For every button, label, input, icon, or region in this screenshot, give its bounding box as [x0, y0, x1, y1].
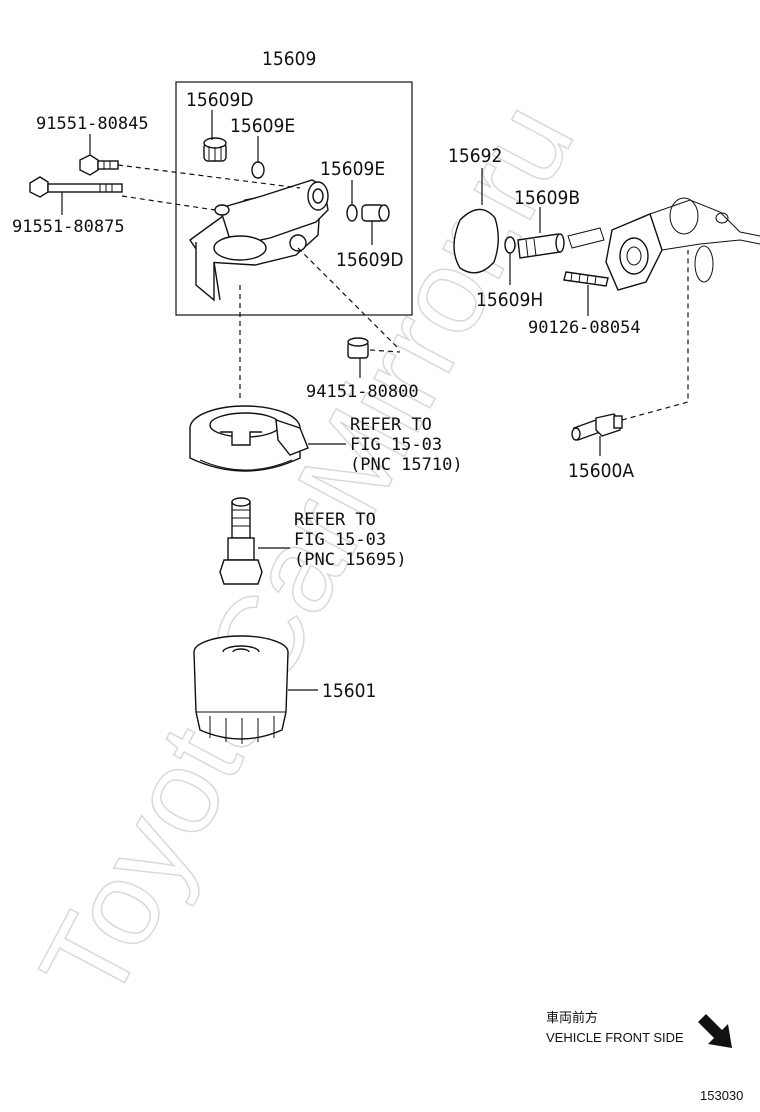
label-15609E-right: 15609E [320, 158, 385, 180]
oring-15609H [504, 236, 516, 254]
label-15609D-top: 15609D [186, 89, 254, 111]
refer2-line1: REFER TO [294, 510, 376, 530]
refer1-line1: REFER TO [350, 415, 432, 435]
label-15692: 15692 [448, 145, 502, 167]
pipe-15609B [517, 233, 565, 259]
fitting-15600A [571, 413, 623, 441]
label-15609H: 15609H [476, 289, 543, 311]
nut-94151-80800 [347, 337, 369, 359]
filter-bracket-drawing [189, 179, 329, 302]
label-94151-80800: 94151-80800 [306, 382, 419, 402]
oil-cooler-drawing [189, 405, 309, 472]
label-91551-80875: 91551-80875 [12, 217, 125, 237]
refer2-line2: FIG 15-03 [294, 530, 386, 550]
label-15609: 15609 [262, 48, 316, 70]
figure-number: 153030 [700, 1088, 743, 1103]
oring-15609E-top [251, 161, 265, 179]
plug-15609D-top [203, 137, 227, 162]
oring-15609E-right [346, 204, 358, 222]
front-label-jp: 車両前方 [546, 1010, 598, 1025]
label-15600A: 15600A [568, 460, 634, 482]
refer1-line2: FIG 15-03 [350, 435, 442, 455]
label-90126-08054: 90126-08054 [528, 318, 641, 338]
label-15609E-top: 15609E [230, 115, 295, 137]
refer2-line3: (PNC 15695) [294, 550, 407, 570]
gasket-15692 [453, 208, 499, 274]
label-15609B: 15609B [514, 187, 580, 209]
plug-15609D-right [361, 204, 390, 222]
stud-90126-08054 [563, 271, 609, 287]
assembly-box [175, 81, 413, 316]
refer1-line3: (PNC 15710) [350, 455, 463, 475]
oil-filter-drawing [193, 635, 289, 744]
label-15601: 15601 [322, 680, 376, 702]
bolt-91551-80875 [29, 176, 123, 198]
union-bolt-drawing [219, 497, 263, 585]
label-91551-80845: 91551-80845 [36, 114, 149, 134]
arrow-down-right-icon [698, 1014, 732, 1048]
label-15609D-right: 15609D [336, 249, 404, 271]
front-label-en: VEHICLE FRONT SIDE [546, 1030, 684, 1045]
engine-block-drawing [567, 197, 760, 291]
bolt-91551-80845 [79, 154, 119, 176]
